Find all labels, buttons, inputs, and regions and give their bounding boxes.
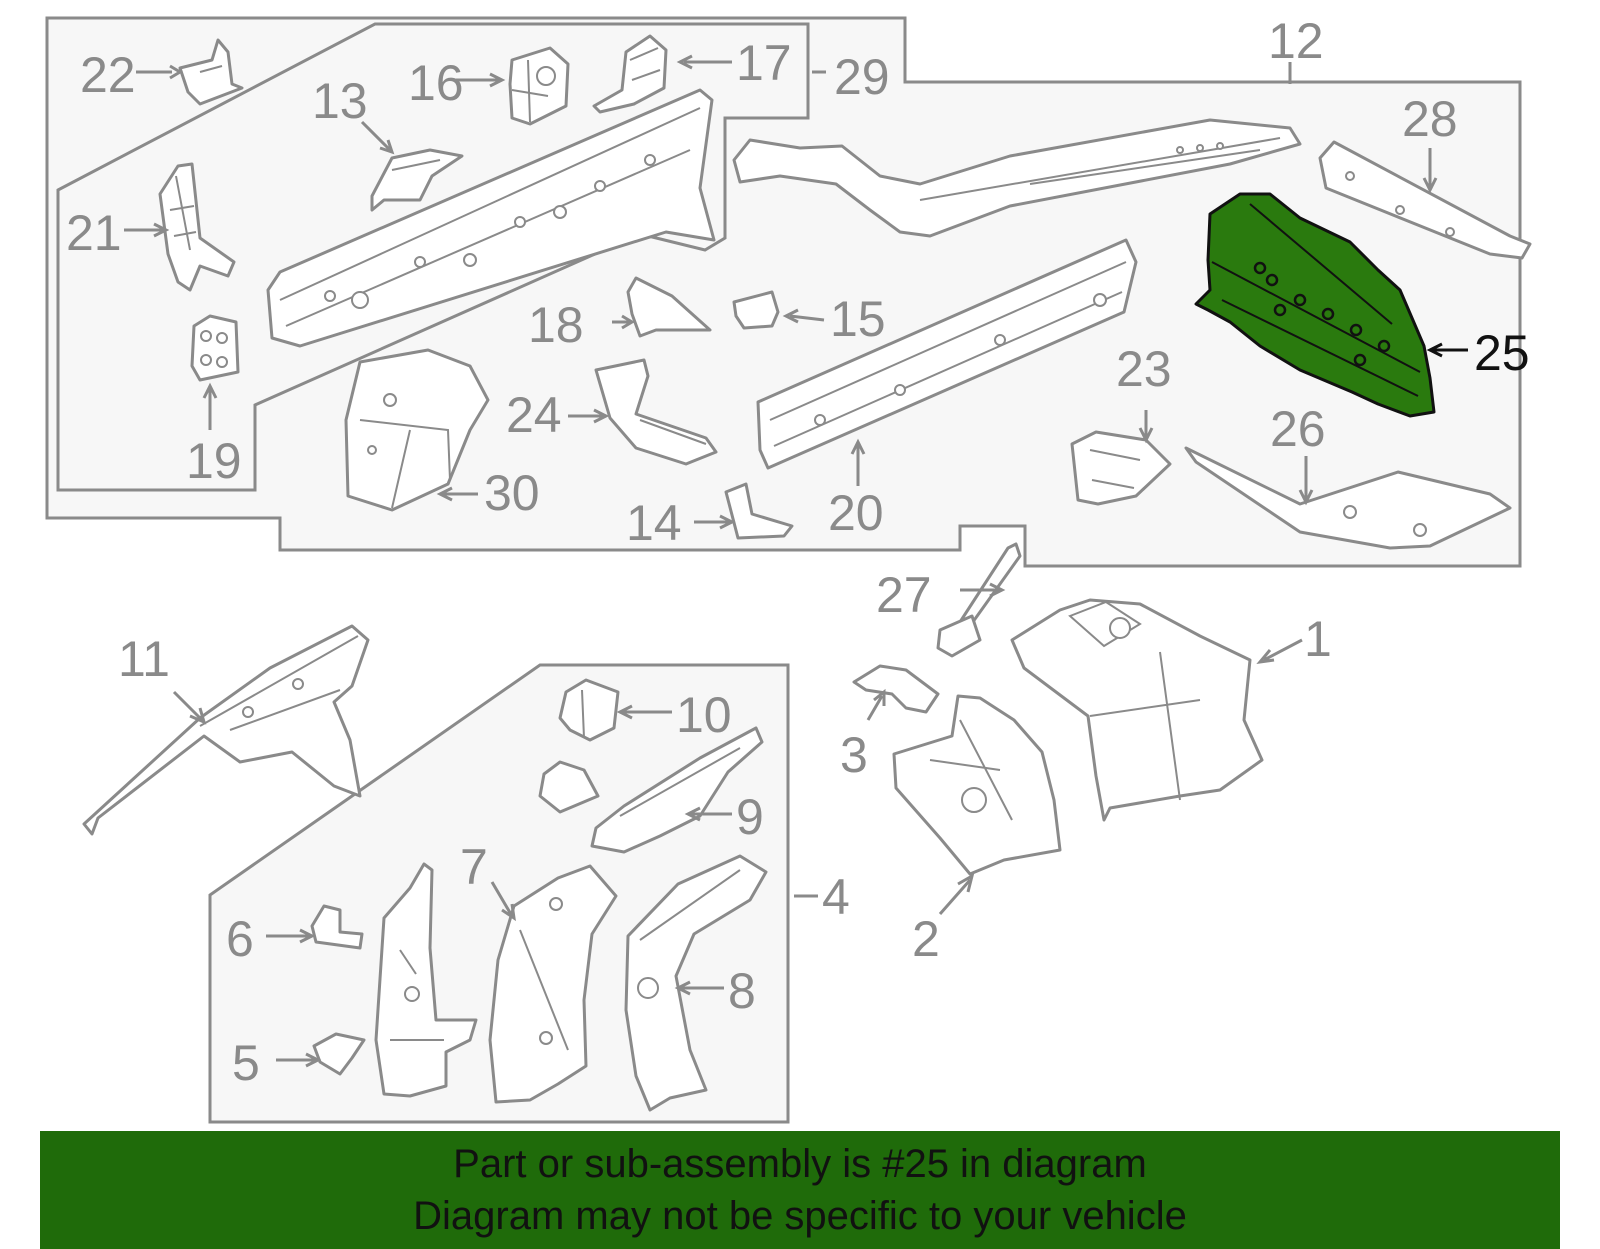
callout-21: 21 bbox=[66, 205, 122, 261]
part-2[interactable] bbox=[892, 694, 1062, 876]
callout-labels: 22 16 17 29 13 21 19 18 15 24 30 14 20 1… bbox=[66, 13, 1530, 1091]
part-21[interactable] bbox=[158, 162, 236, 292]
pillar-group-4[interactable] bbox=[374, 862, 478, 1098]
callout-26: 26 bbox=[1270, 401, 1326, 457]
info-banner: Part or sub-assembly is #25 in diagram D… bbox=[40, 1131, 1560, 1249]
callout-20: 20 bbox=[828, 485, 884, 541]
part-25[interactable] bbox=[1194, 192, 1436, 418]
part-19[interactable] bbox=[190, 314, 240, 382]
part-1[interactable] bbox=[1010, 598, 1264, 822]
part-8[interactable] bbox=[624, 854, 768, 1112]
callout-10: 10 bbox=[676, 687, 732, 743]
callout-13: 13 bbox=[312, 73, 368, 129]
part-23[interactable] bbox=[1070, 430, 1172, 506]
part-11[interactable] bbox=[82, 624, 370, 836]
callout-25: 25 bbox=[1474, 325, 1530, 381]
callout-27: 27 bbox=[876, 567, 932, 623]
callout-7: 7 bbox=[460, 839, 488, 895]
callout-1: 1 bbox=[1304, 611, 1332, 667]
part-28[interactable] bbox=[1318, 140, 1532, 260]
banner-line-disclaimer: Diagram may not be specific to your vehi… bbox=[413, 1194, 1187, 1238]
part-17[interactable] bbox=[592, 34, 668, 114]
callout-22: 22 bbox=[80, 47, 136, 103]
part-5[interactable] bbox=[312, 1032, 366, 1076]
part-10[interactable] bbox=[558, 678, 620, 742]
rail-assembly-29[interactable] bbox=[266, 88, 716, 348]
callout-3: 3 bbox=[840, 727, 868, 783]
callout-24: 24 bbox=[506, 387, 562, 443]
callout-12: 12 bbox=[1268, 13, 1324, 69]
callout-23: 23 bbox=[1116, 341, 1172, 397]
part-27[interactable] bbox=[936, 542, 1022, 658]
callout-15: 15 bbox=[830, 291, 886, 347]
callout-28: 28 bbox=[1402, 91, 1458, 147]
part-22[interactable] bbox=[178, 38, 244, 106]
part-14[interactable] bbox=[724, 482, 794, 540]
callout-8: 8 bbox=[728, 963, 756, 1019]
callout-4: 4 bbox=[822, 869, 850, 925]
callout-29: 29 bbox=[834, 49, 890, 105]
callout-5: 5 bbox=[232, 1035, 260, 1091]
part-7[interactable] bbox=[488, 864, 618, 1104]
callout-9: 9 bbox=[736, 789, 764, 845]
callout-18: 18 bbox=[528, 297, 584, 353]
part-6[interactable] bbox=[310, 904, 364, 950]
banner-line-part: Part or sub-assembly is #25 in diagram bbox=[453, 1142, 1147, 1186]
callout-17: 17 bbox=[736, 35, 792, 91]
part-13[interactable] bbox=[370, 148, 464, 212]
bracket-near-10[interactable] bbox=[538, 760, 600, 814]
part-12-rail[interactable] bbox=[732, 118, 1302, 238]
part-18[interactable] bbox=[626, 276, 712, 338]
callout-6: 6 bbox=[226, 911, 254, 967]
part-16[interactable] bbox=[508, 46, 570, 126]
part-24[interactable] bbox=[594, 358, 718, 466]
leader-lines bbox=[124, 54, 1468, 1068]
part-20[interactable] bbox=[756, 238, 1138, 470]
part-3[interactable] bbox=[852, 664, 940, 714]
part-15[interactable] bbox=[732, 290, 780, 330]
callout-2: 2 bbox=[912, 911, 940, 967]
callout-14: 14 bbox=[626, 495, 682, 551]
callout-16: 16 bbox=[408, 55, 464, 111]
part-26[interactable] bbox=[1184, 446, 1512, 550]
part-9[interactable] bbox=[590, 726, 764, 854]
callout-11: 11 bbox=[118, 631, 170, 687]
part-30[interactable] bbox=[344, 348, 490, 512]
callout-19: 19 bbox=[186, 433, 242, 489]
callout-30: 30 bbox=[484, 465, 540, 521]
